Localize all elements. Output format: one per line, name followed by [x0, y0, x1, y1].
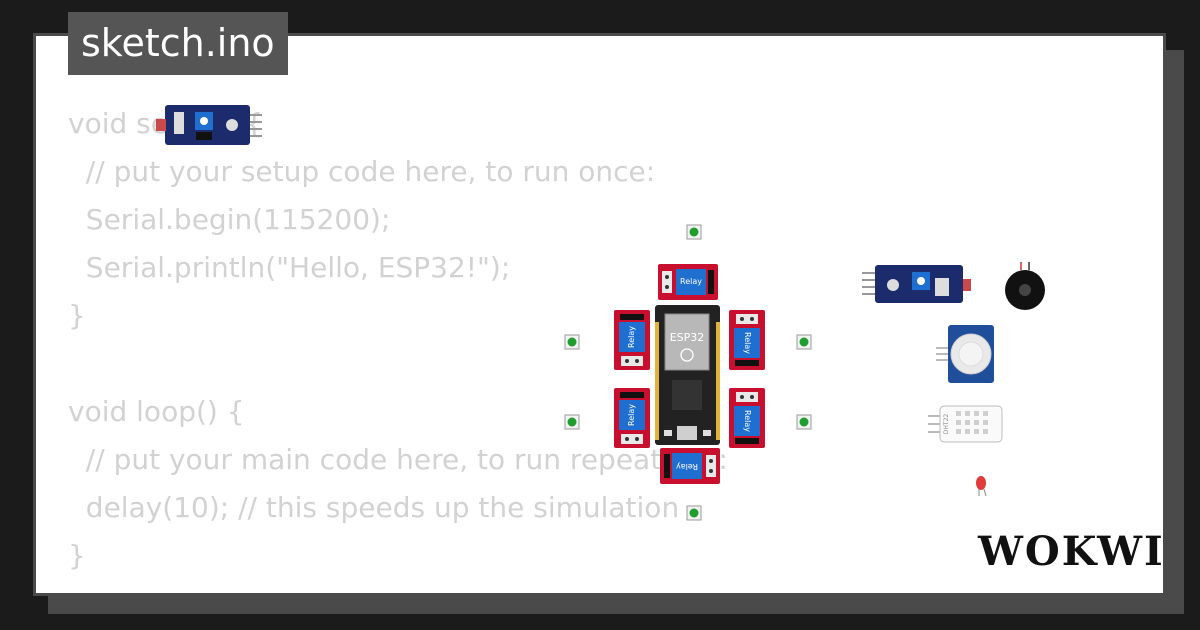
pushbutton-right-lower[interactable]	[796, 414, 812, 430]
relay-label: Relay	[743, 410, 752, 432]
relay-bottom[interactable]: Relay	[660, 448, 720, 484]
file-title-badge[interactable]: sketch.ino	[68, 12, 288, 75]
code-line: Serial.begin(115200);	[68, 203, 391, 236]
dht22-label: DHT22	[943, 414, 950, 435]
relay-top[interactable]: Relay	[658, 264, 718, 300]
brand-text: WOKWI	[978, 528, 1165, 575]
pushbutton-top[interactable]	[686, 224, 702, 240]
photoresistor-module[interactable]	[156, 105, 262, 145]
relay-left-upper[interactable]: Relay	[614, 310, 650, 370]
code-line: }	[68, 299, 86, 332]
pushbutton-left-lower[interactable]	[564, 414, 580, 430]
pushbutton-right-upper[interactable]	[796, 334, 812, 350]
code-line: // put your setup code here, to run once…	[68, 155, 656, 188]
code-line: void loop() {	[68, 395, 245, 428]
relay-label: Relay	[676, 462, 698, 471]
relay-right-lower[interactable]: Relay	[729, 388, 765, 448]
dht22-sensor[interactable]: DHT22	[928, 405, 1003, 443]
relay-label: Relay	[743, 332, 752, 354]
relay-label: Relay	[680, 277, 702, 286]
file-title: sketch.ino	[81, 21, 275, 65]
wokwi-logo: WOKWI	[978, 528, 1165, 575]
code-line: }	[68, 539, 86, 572]
pushbutton-bottom[interactable]	[686, 505, 702, 521]
photoresistor-module-right[interactable]	[862, 265, 971, 303]
relay-label: Relay	[627, 326, 636, 348]
esp32-board[interactable]: ESP32	[655, 305, 720, 445]
code-line: delay(10); // this speeds up the simulat…	[68, 491, 680, 524]
esp32-label: ESP32	[670, 331, 705, 344]
relay-label: Relay	[627, 404, 636, 426]
relay-right-upper[interactable]: Relay	[729, 310, 765, 370]
pushbutton-left-upper[interactable]	[564, 334, 580, 350]
led[interactable]	[976, 476, 987, 497]
pir-motion-sensor[interactable]	[936, 325, 994, 383]
relay-left-lower[interactable]: Relay	[614, 388, 650, 448]
code-line: Serial.println("Hello, ESP32!");	[68, 251, 511, 284]
buzzer[interactable]	[1005, 262, 1045, 310]
